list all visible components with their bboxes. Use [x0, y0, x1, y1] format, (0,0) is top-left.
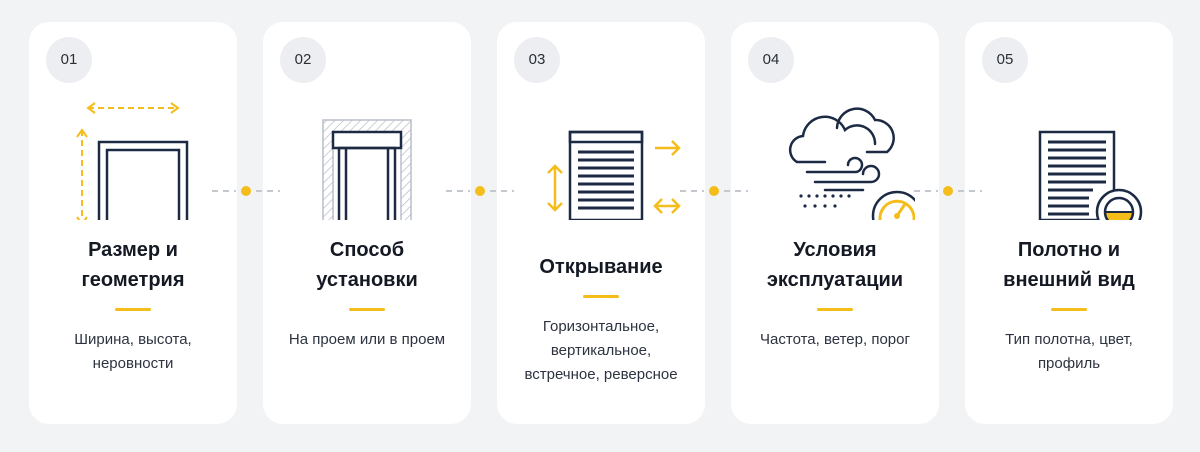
step-connector	[680, 186, 748, 196]
step-description-line: Частота, ветер, порог	[760, 331, 910, 348]
shutter-color-icon	[965, 90, 1173, 220]
step-description-line: Ширина, высота,	[74, 331, 192, 348]
step-title: Полотно и внешний вид	[965, 235, 1173, 295]
step-connector	[212, 186, 280, 196]
step-title: Открывание	[497, 252, 705, 282]
step-description: Горизонтальное, вертикальное, встречное,…	[497, 315, 705, 387]
step-title-line: Условия	[793, 239, 877, 261]
step-card-4: 04 Условия экспл	[731, 22, 939, 424]
step-description-line: Горизонтальное,	[542, 318, 660, 335]
title-underline	[583, 295, 619, 298]
step-card-3: 03	[497, 22, 705, 424]
step-title-line: эксплуатации	[766, 269, 904, 291]
title-underline	[1051, 308, 1087, 311]
step-description-line: встречное, реверсное	[524, 366, 678, 383]
step-connector	[914, 186, 982, 196]
step-title-line: геометрия	[81, 269, 185, 291]
step-card-5: 05	[965, 22, 1173, 424]
step-description-line: вертикальное,	[550, 342, 652, 359]
step-title-line: установки	[316, 269, 418, 291]
step-description: На проем или в проем	[263, 328, 471, 352]
step-title-line: Способ	[329, 239, 405, 261]
step-description-line: неровности	[92, 355, 174, 372]
step-title-line: Полотно и	[1017, 239, 1121, 261]
step-number: 03	[514, 37, 560, 83]
shutter-opening-icon	[497, 90, 705, 220]
step-title: Условия эксплуатации	[731, 235, 939, 295]
step-title: Размер и геометрия	[29, 235, 237, 295]
step-number: 02	[280, 37, 326, 83]
step-title: Способ установки	[263, 235, 471, 295]
door-frame-dimensions-icon	[29, 90, 237, 220]
step-title-line: Открывание	[539, 256, 663, 278]
step-number: 04	[748, 37, 794, 83]
title-underline	[817, 308, 853, 311]
step-description: Частота, ветер, порог	[731, 328, 939, 352]
step-description-line: Тип полотна, цвет,	[1005, 331, 1133, 348]
step-description-line: На проем или в проем	[288, 331, 446, 348]
title-underline	[115, 308, 151, 311]
title-underline	[349, 308, 385, 311]
weather-gauge-icon	[731, 90, 939, 220]
step-title-line: Размер и	[88, 239, 178, 261]
step-title-line: внешний вид	[1003, 269, 1135, 291]
step-description: Ширина, высота, неровности	[29, 328, 237, 376]
step-description: Тип полотна, цвет, профиль	[965, 328, 1173, 376]
step-card-2: 02 Способ установки На проем или в проем	[263, 22, 471, 424]
step-number: 01	[46, 37, 92, 83]
step-connector	[446, 186, 514, 196]
frame-installation-icon	[263, 90, 471, 220]
step-description-line: профиль	[1037, 355, 1101, 372]
step-card-1: 01 Размер и геометрия Ширина, высота, не…	[29, 22, 237, 424]
step-number: 05	[982, 37, 1028, 83]
